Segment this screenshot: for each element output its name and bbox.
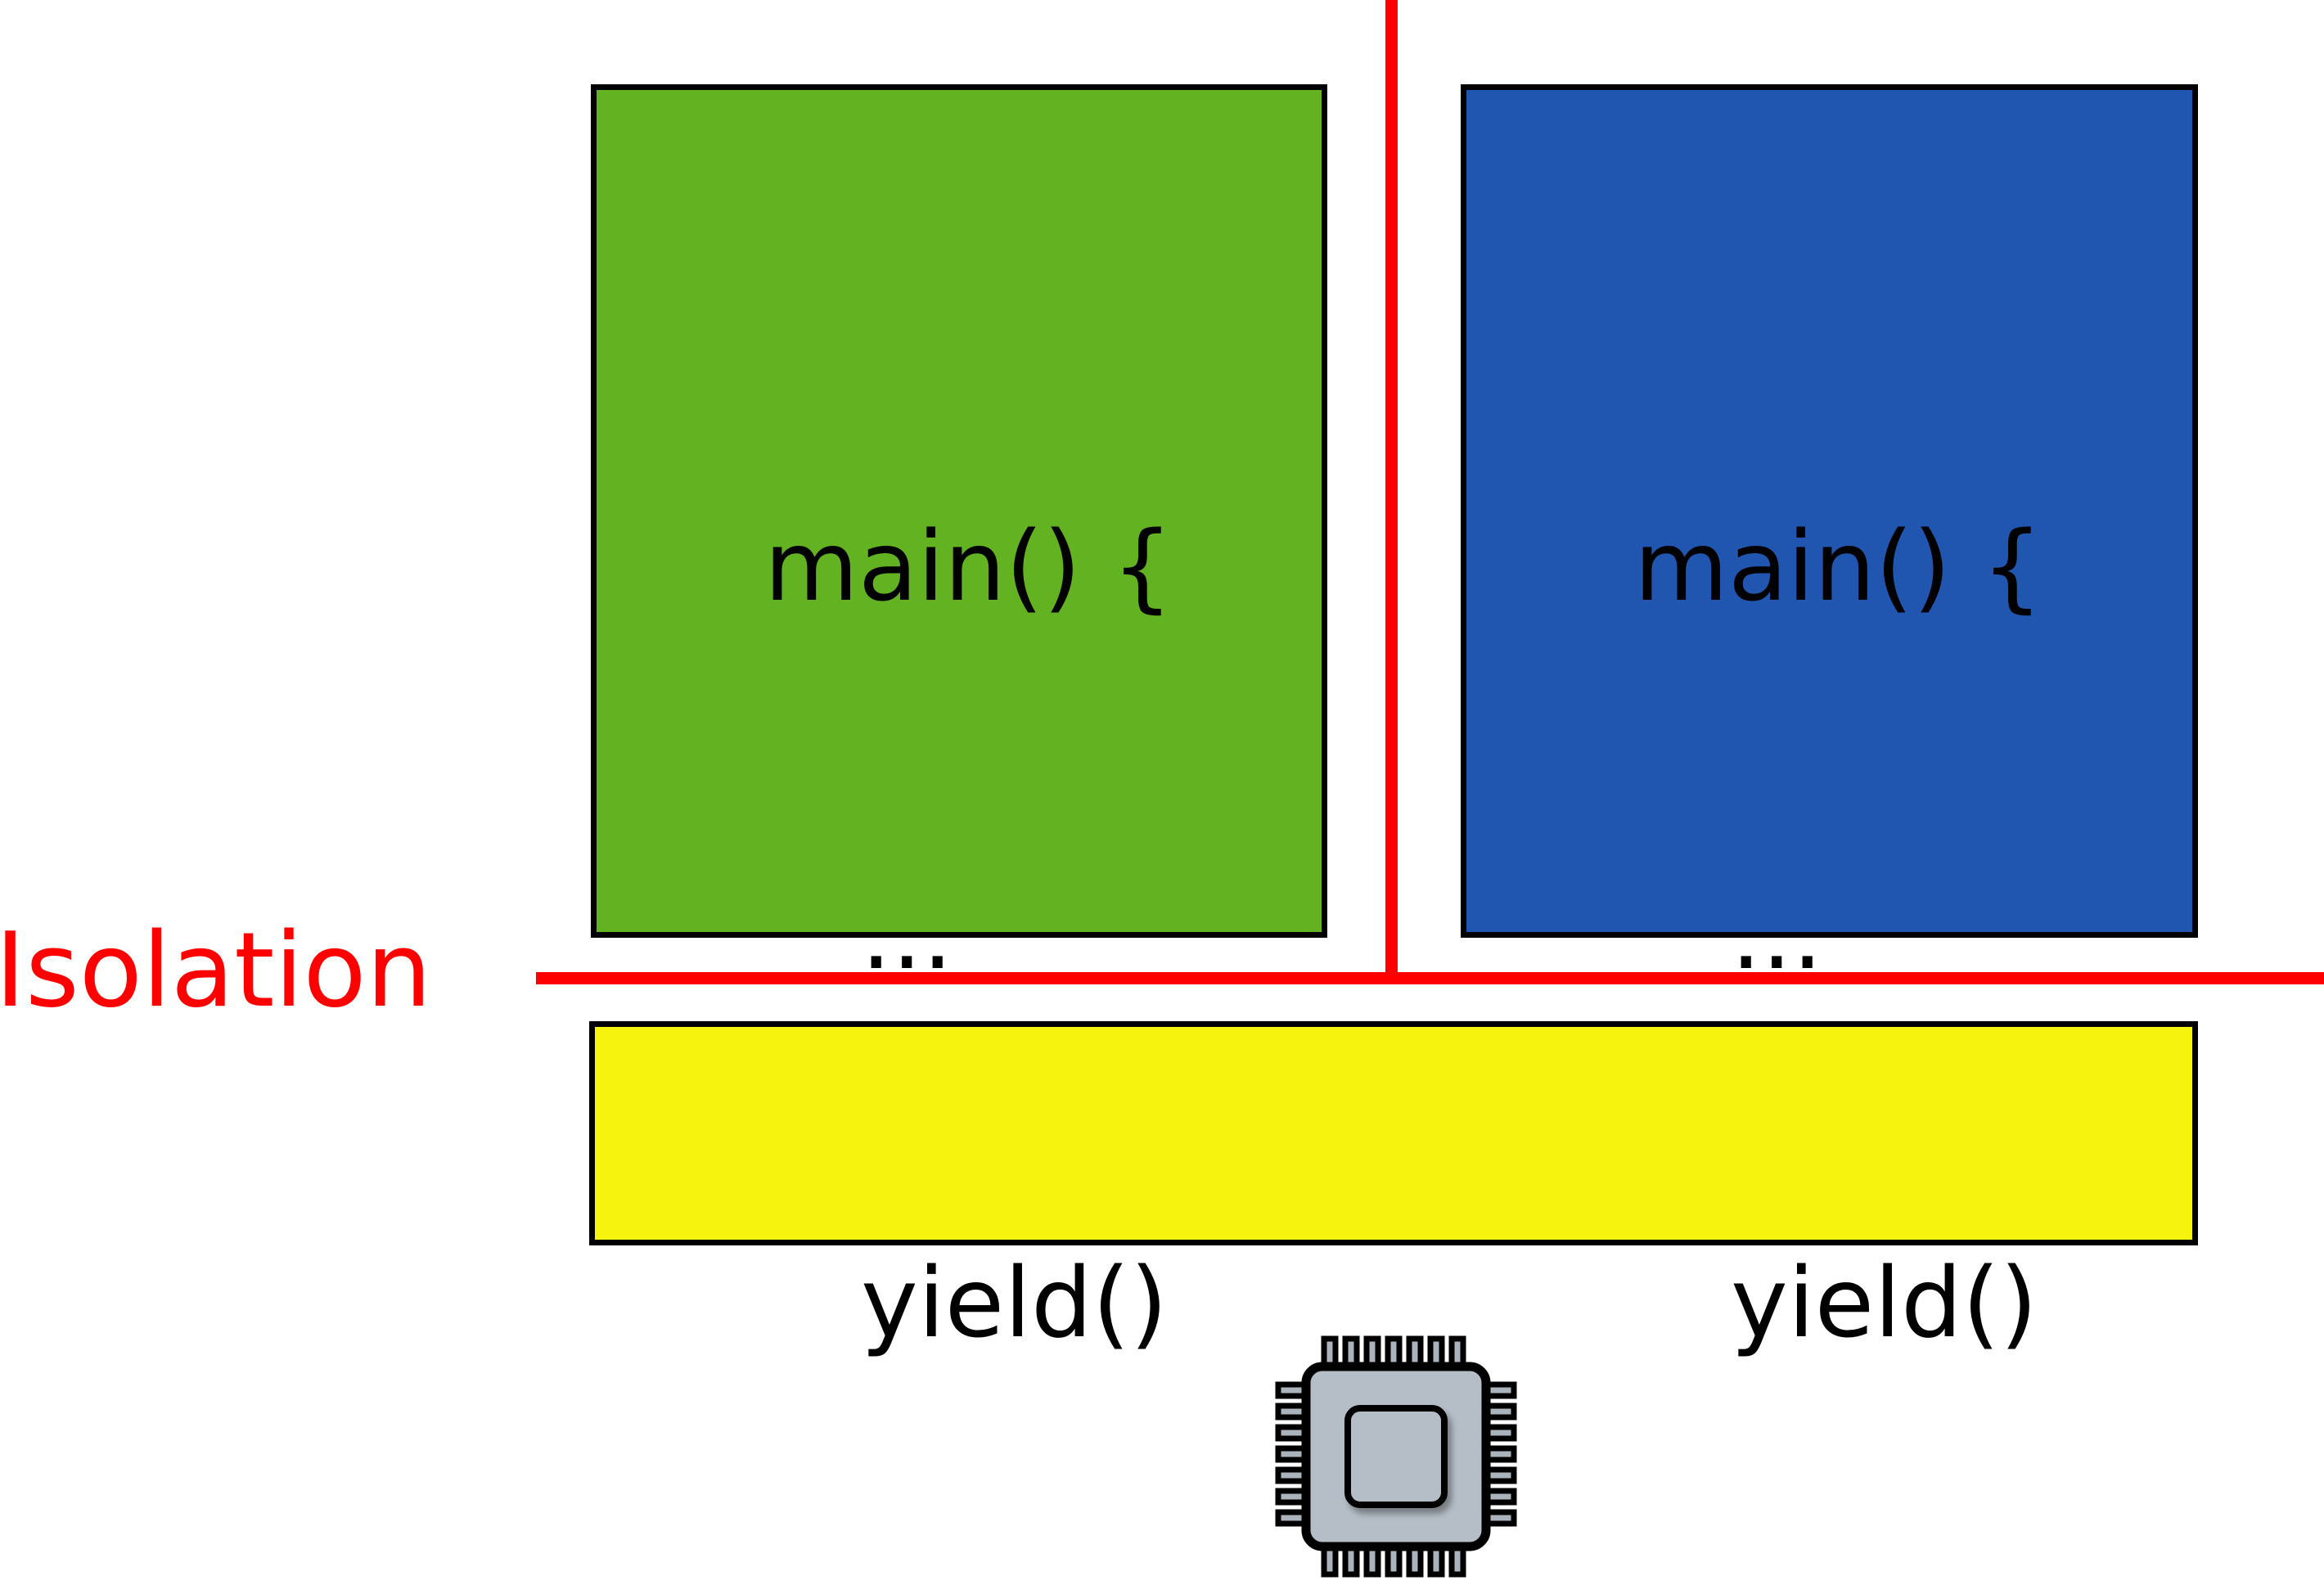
chip-die (1344, 1405, 1448, 1508)
code-line: yield() (1731, 1246, 2038, 1359)
isolation-divider-horizontal (536, 972, 2324, 984)
process-box-green: main() { ... yield() } (591, 84, 1327, 1359)
kernel-bar (589, 1021, 2198, 1245)
cpu-chip-icon (1273, 1334, 1519, 1579)
isolation-label: Isolation (0, 910, 432, 1030)
process-code-green: main() { ... yield() } (597, 90, 1322, 1594)
isolation-divider-vertical (1385, 0, 1398, 984)
process-code-blue: main() { ... yield() } (1466, 90, 2192, 1594)
code-line: main() { (1634, 510, 2043, 623)
code-line: main() { (764, 510, 1173, 623)
code-line: yield() (861, 1246, 1168, 1359)
process-box-blue: main() { ... yield() } (1461, 84, 2198, 1359)
